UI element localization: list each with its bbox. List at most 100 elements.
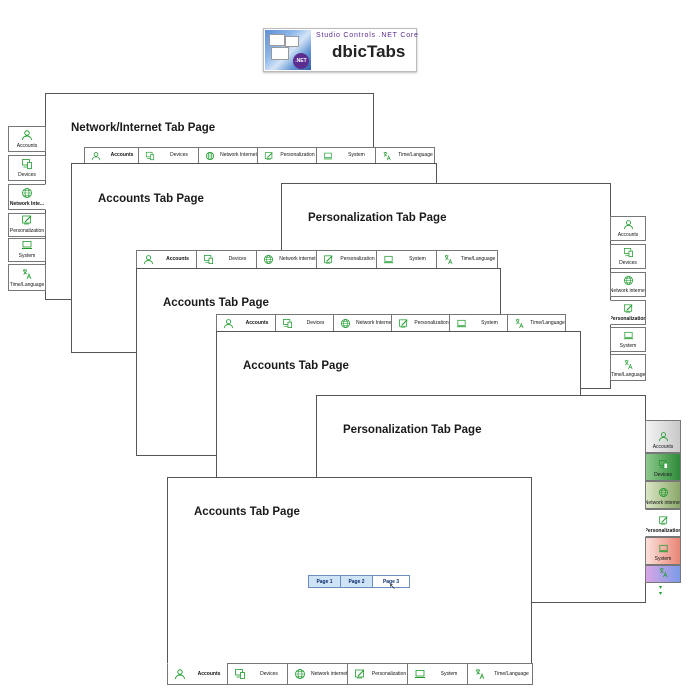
tab-devices[interactable]: Devices: [275, 314, 334, 332]
tab-accounts[interactable]: Accounts: [136, 250, 197, 269]
tab-system[interactable]: System: [376, 250, 437, 269]
tab-personalization[interactable]: Personalization: [316, 250, 377, 269]
tab-time-language[interactable]: Time/Language: [375, 147, 435, 164]
tab-personalization[interactable]: Personalization: [8, 213, 46, 237]
page-title: Accounts Tab Page: [163, 297, 269, 309]
tab-label: System: [348, 152, 365, 158]
globe-icon: [21, 187, 33, 199]
person-icon: [91, 151, 101, 161]
person-icon: [21, 129, 33, 141]
tab-network-internet[interactable]: Network internet: [256, 250, 317, 269]
tab-label: Personalization: [371, 670, 407, 677]
scroll-down-arrows[interactable]: ▾▾: [659, 585, 663, 597]
tab-system[interactable]: System: [449, 314, 508, 332]
tab-label: Time/Language: [494, 670, 529, 677]
tab-label: Personalization: [9, 228, 45, 234]
tab-time-language[interactable]: Time/Language: [8, 264, 46, 291]
page-tab-2[interactable]: Page 2: [340, 575, 373, 588]
tab-system[interactable]: System: [610, 327, 646, 352]
tab-label: Time/Language: [460, 256, 496, 262]
devices-icon: [234, 668, 246, 680]
tab-personalization[interactable]: Personalization: [257, 147, 317, 164]
page-tab-3[interactable]: Page 3: [372, 575, 410, 588]
tab-network-internet[interactable]: Network internet: [645, 481, 681, 509]
devices-icon: [658, 459, 669, 470]
tab-accounts[interactable]: Accounts: [216, 314, 276, 332]
devices-icon: [623, 247, 634, 258]
tab-label: Personalization: [280, 152, 315, 158]
tab-label: Devices: [18, 172, 36, 178]
tab-label: Network Internet: [220, 152, 257, 158]
devices-icon: [203, 254, 214, 265]
tab-system[interactable]: System: [8, 238, 46, 262]
devices-icon: [145, 151, 155, 161]
language-icon: [382, 151, 392, 161]
tab-control-accounts-4: Accounts Tab Page Page 1 Page 2 Page 3 ↖: [167, 477, 532, 664]
language-icon: [658, 567, 669, 578]
paint-icon: [323, 254, 334, 265]
tab-devices[interactable]: Devices: [610, 244, 646, 269]
dotnet-badge: .NET: [293, 53, 309, 69]
page-title: Accounts Tab Page: [243, 360, 349, 372]
tab-network-internet[interactable]: Network Inte...: [8, 184, 46, 210]
tab-label: Network internet: [311, 670, 348, 677]
tab-devices[interactable]: Devices: [645, 453, 681, 481]
page-title: Accounts Tab Page: [98, 193, 204, 205]
person-icon: [143, 254, 154, 265]
tab-network-internet[interactable]: Network internet: [287, 663, 348, 685]
tab-accounts[interactable]: Accounts: [167, 663, 228, 685]
tab-accounts[interactable]: Accounts: [8, 126, 46, 152]
laptop-icon: [456, 318, 467, 329]
tab-label: Accounts: [245, 319, 269, 326]
tab-label: Devices: [228, 256, 247, 262]
tab-network-internet[interactable]: Network Internet: [198, 147, 258, 164]
tab-system[interactable]: System: [316, 147, 376, 164]
devices-icon: [282, 318, 293, 329]
tab-label: Accounts: [652, 444, 674, 450]
tab-personalization[interactable]: Personalization: [391, 314, 450, 332]
page-title: Personalization Tab Page: [308, 212, 447, 224]
tabstrip-top: Accounts Devices Network Internet Person…: [84, 147, 435, 164]
tab-system[interactable]: System: [645, 537, 681, 565]
tab-label: Network internet: [645, 500, 681, 506]
tab-time-language[interactable]: [645, 565, 681, 583]
laptop-icon: [21, 239, 33, 251]
tab-label: System: [409, 256, 426, 262]
tab-time-language[interactable]: Time/Language: [507, 314, 566, 332]
globe-icon: [340, 318, 351, 329]
globe-icon: [658, 487, 669, 498]
globe-icon: [263, 254, 274, 265]
laptop-icon: [383, 254, 394, 265]
tab-accounts[interactable]: Accounts: [645, 420, 681, 453]
tab-system[interactable]: System: [407, 663, 468, 685]
logo-image: .NET: [265, 30, 311, 70]
tab-devices[interactable]: Devices: [196, 250, 257, 269]
tab-personalization[interactable]: Personalization: [645, 509, 681, 537]
language-icon: [443, 254, 454, 265]
tab-personalization[interactable]: Personalization: [347, 663, 408, 685]
page-tab-1[interactable]: Page 1: [308, 575, 341, 588]
tab-time-language[interactable]: Time/Language: [610, 354, 646, 381]
tab-accounts[interactable]: Accounts: [610, 216, 646, 241]
tab-network-internet[interactable]: Network Internet: [333, 314, 392, 332]
tab-network-internet[interactable]: Network internet: [610, 272, 646, 297]
tab-time-language[interactable]: Time/Language: [436, 250, 498, 269]
tab-devices[interactable]: Devices: [227, 663, 288, 685]
tab-label: Accounts: [197, 670, 221, 677]
tab-personalization[interactable]: Personalization: [610, 300, 646, 325]
language-icon: [623, 359, 634, 370]
paint-icon: [658, 515, 669, 526]
logo-title: dbicTabs: [332, 42, 406, 61]
tabstrip-top: Accounts Devices Network internet Person…: [136, 250, 498, 269]
tab-label: System: [619, 343, 637, 349]
tab-label: Time/Language: [398, 152, 433, 158]
tab-accounts[interactable]: Accounts: [84, 147, 139, 164]
language-icon: [21, 268, 33, 280]
paint-icon: [398, 318, 409, 329]
tab-label: System: [654, 556, 672, 562]
tab-label: Accounts: [617, 232, 639, 238]
tab-time-language[interactable]: Time/Language: [467, 663, 533, 685]
tab-devices[interactable]: Devices: [8, 155, 46, 181]
tab-label: Network Inte...: [9, 201, 45, 207]
tab-devices[interactable]: Devices: [138, 147, 199, 164]
